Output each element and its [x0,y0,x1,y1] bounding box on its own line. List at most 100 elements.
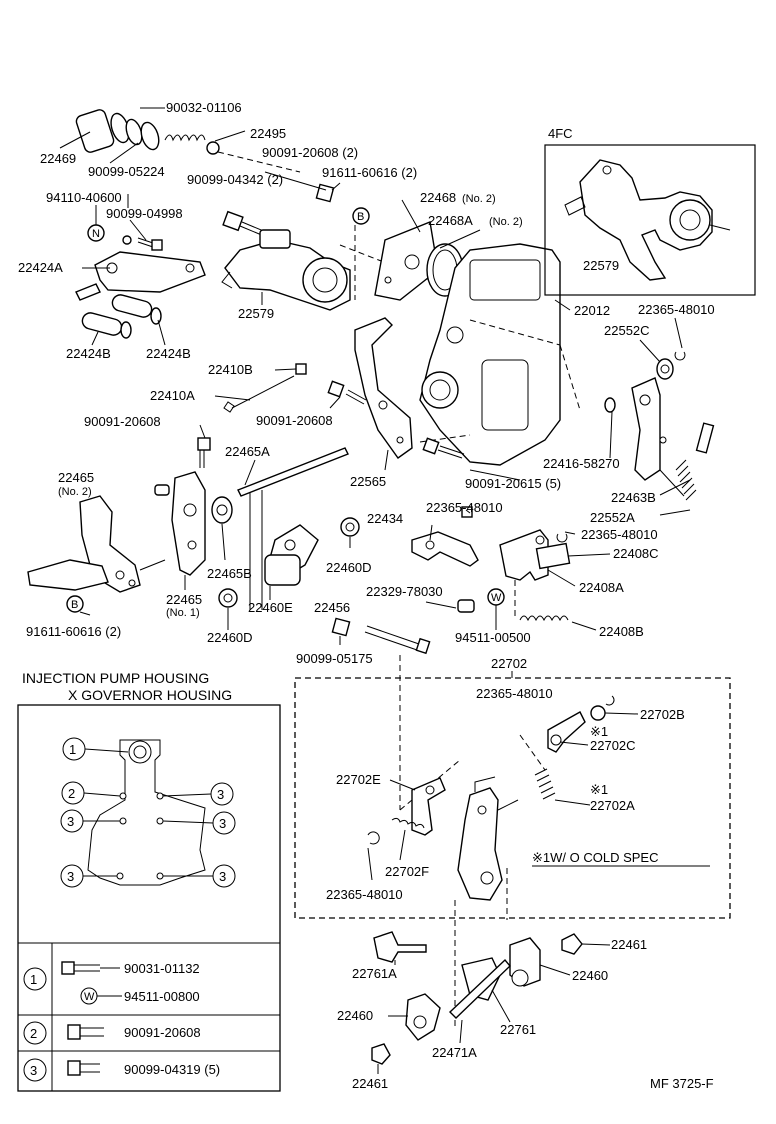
housing-title-2: X GOVERNOR HOUSING [68,687,232,703]
label-22702: 22702 [491,656,527,671]
svg-text:94511-00800: 94511-00800 [124,989,200,1004]
footer-code: MF 3725-F [650,1076,714,1091]
part-22465-no2: B [27,495,166,613]
callout-3b: 3 [162,782,234,806]
svg-text:1: 1 [30,972,37,987]
bolts-middle [197,363,465,468]
washers-22460D [218,517,360,608]
label-22424B-a: 22424B [66,346,111,361]
label-22468-tag: (No. 2) [462,193,496,205]
label-22365-48010-b: 22365-48010 [426,500,503,515]
label-91611-60616-2b: 91611-60616 (2) [26,624,121,639]
callout-3a: 3 [60,809,120,833]
svg-text:3: 3 [217,787,224,802]
svg-text:W: W [84,991,95,1003]
mark-star1-b: ※1 [590,782,608,797]
label-94110-40600: 94110-40600 [46,190,122,205]
label-91611-60616-2: 91611-60616 (2) [322,165,417,180]
label-22460D-b: 22460D [207,630,253,645]
housing-box-border [17,704,281,1092]
label-22410A: 22410A [150,388,195,403]
label-22761: 22761 [500,1022,536,1037]
label-22365-48010-c: 22365-48010 [581,527,658,542]
housing-title-1: INJECTION PUMP HOUSING [22,670,209,686]
part-22495-spring [164,134,206,142]
bolt-table-row-3: 3 90099-04319 (5) [23,1058,220,1082]
label-22702F: 22702F [385,864,429,879]
label-22463B: 22463B [611,490,656,505]
label-22469: 22469 [40,151,76,166]
part-22579-actuator [221,229,351,311]
label-22565: 22565 [350,474,386,489]
part-22465A-shaft [237,447,349,610]
bolt-table-row-1: 1 90031-01132 W 94511-00800 [23,961,200,1005]
mark-star1-a: ※1 [590,724,608,739]
svg-text:3: 3 [219,816,226,831]
svg-text:3: 3 [219,869,226,884]
label-22365-48010-a: 22365-48010 [638,302,715,317]
inset-4fc: 4FC [544,126,756,296]
svg-text:90031-01132: 90031-01132 [124,961,200,976]
label-22702A: 22702A [590,798,635,813]
label-22465-no1-tag: (No. 1) [166,607,200,619]
label-90091-20608-b: 90091-20608 [256,413,333,428]
housing-box: INJECTION PUMP HOUSING X GOVERNOR HOUSIN… [17,670,281,1092]
part-22408A [499,529,571,622]
mark-b-circle-2 [66,595,84,613]
mark-n: N [92,228,100,240]
label-22365-48010-e: 22365-48010 [326,887,403,902]
label-22408C: 22408C [613,546,659,561]
label-22471A: 22471A [432,1045,477,1060]
label-22579: 22579 [238,306,274,321]
mark-b-circle [352,207,370,225]
label-22468A-tag: (No. 2) [489,216,523,228]
label-22495: 22495 [250,126,286,141]
label-90099-04998: 90099-04998 [106,206,183,221]
label-22416-58270: 22416-58270 [543,456,620,471]
label-22579-inset: 22579 [583,258,619,273]
label-22468A: 22468A [428,213,473,228]
label-22408B: 22408B [599,624,644,639]
label-22365-48010-d: 22365-48010 [476,686,553,701]
svg-text:90091-20608: 90091-20608 [124,1025,201,1040]
inset-title: 4FC [548,126,573,141]
mark-b-lower: B [71,599,78,611]
subassembly-22702 [294,655,731,1030]
callout-2: 2 [61,781,121,805]
label-22465-no2: 22465 [58,470,94,485]
label-22456: 22456 [314,600,350,615]
label-90099-05224: 90099-05224 [88,164,165,179]
bolt-table-row-2: 2 90091-20608 [23,1021,201,1045]
parts-right-springs [604,351,715,501]
svg-text:2: 2 [30,1026,37,1041]
mark-w-top: W [491,592,502,604]
part-labels: 90032-01106 22495 22469 90099-05224 9009… [18,100,715,1091]
cold-spec-note: ※1W/ O COLD SPEC [532,850,658,865]
label-22408A: 22408A [579,580,624,595]
callout-1: 1 [62,737,129,761]
label-90091-20608-2: 90091-20608 (2) [262,145,358,160]
subassembly-border [294,677,731,919]
label-90032-01106: 90032-01106 [166,100,242,115]
adjust-screw-assembly [75,107,301,173]
mark-b-top: B [357,211,364,223]
label-22434: 22434 [367,511,403,526]
label-90091-20608-c: 90091-20608 [84,414,161,429]
label-90099-04342-2: 90099-04342 (2) [187,172,283,187]
label-22465-no1: 22465 [166,592,202,607]
label-22552A: 22552A [590,510,635,525]
label-22460D-a: 22460D [326,560,372,575]
label-22465B: 22465B [207,566,252,581]
label-22552C: 22552C [604,323,650,338]
label-22702C: 22702C [590,738,636,753]
label-22465-no2-tag: (No. 2) [58,486,92,498]
label-22460: 22460 [572,968,608,983]
part-22456-bolt: W [331,588,505,655]
inset-border [544,144,756,296]
label-22424A: 22424A [18,260,63,275]
label-22461-a: 22461 [611,937,647,952]
svg-text:1: 1 [69,742,76,757]
callout-3c: 3 [162,811,236,835]
label-94511-00500: 94511-00500 [455,630,531,645]
